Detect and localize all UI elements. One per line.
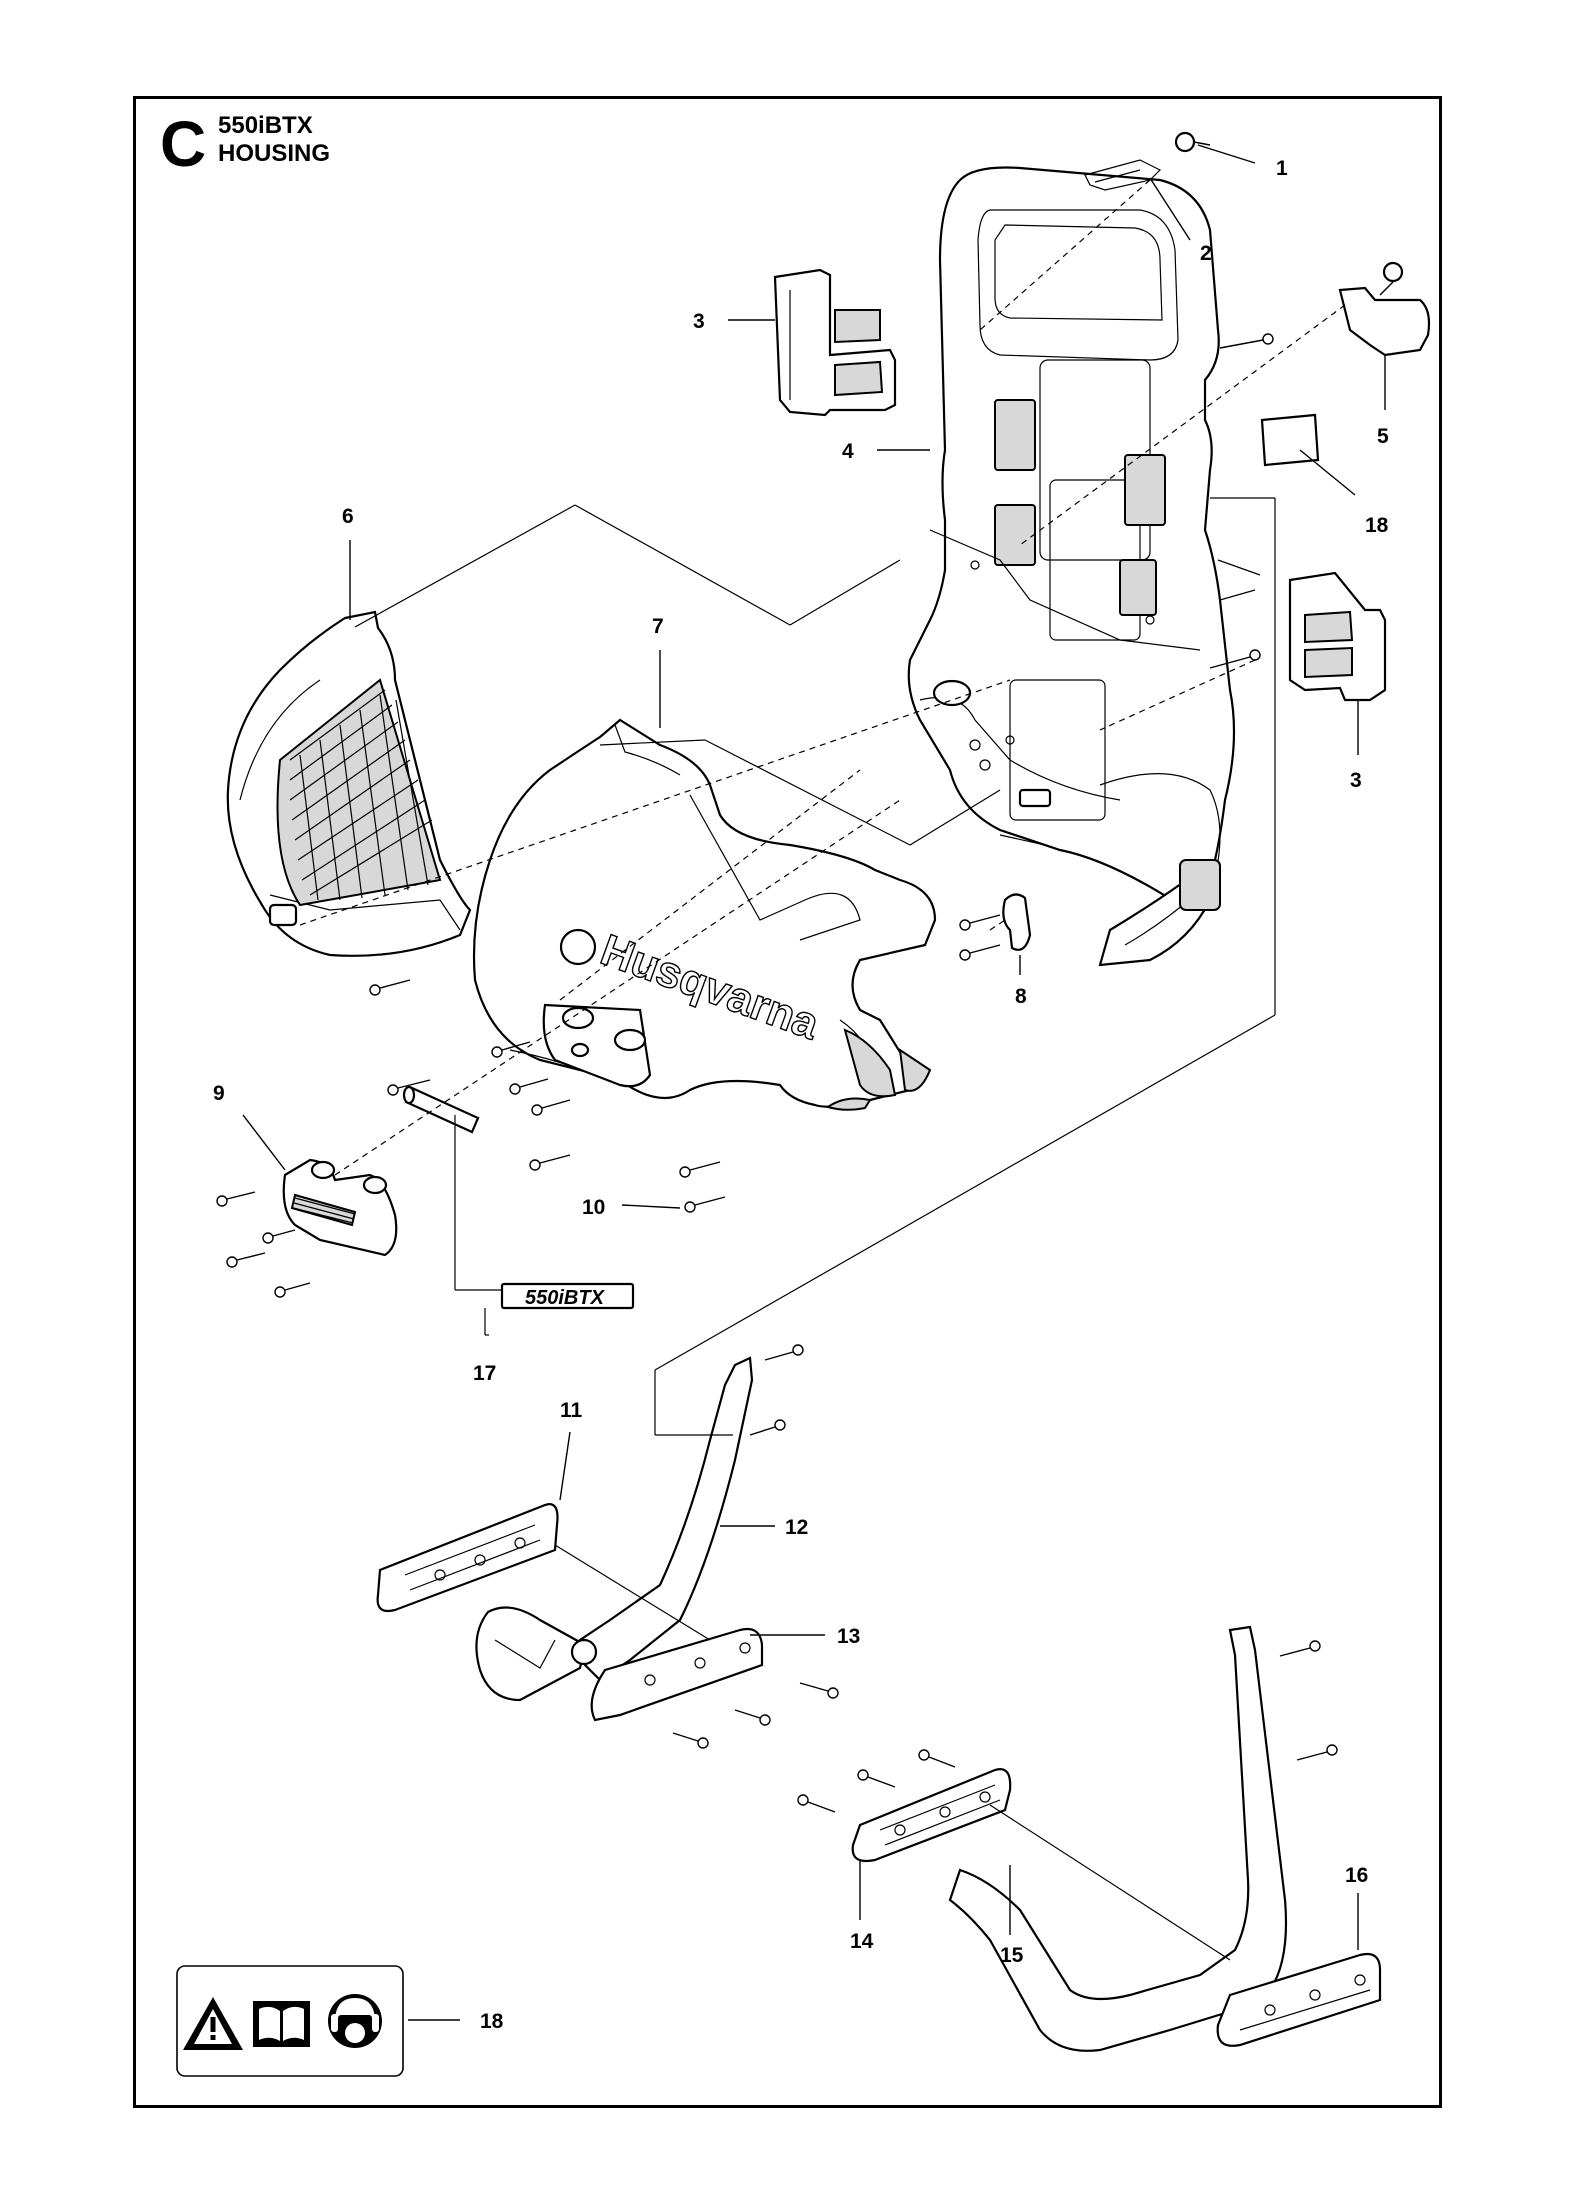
screw	[226, 1252, 266, 1268]
drawing-frame	[133, 96, 1442, 2108]
plug-pin	[1174, 131, 1211, 153]
callout-5: 5	[1377, 425, 1389, 448]
callout-6: 6	[342, 505, 354, 528]
screw	[734, 1709, 771, 1726]
front-housing-shell: Husqvarna	[472, 718, 937, 1111]
screw	[531, 1099, 571, 1116]
bracket-left	[773, 268, 897, 417]
screw	[799, 1682, 839, 1699]
callout-1: 1	[1276, 157, 1288, 180]
model-decal: 550iBTX	[500, 1282, 635, 1310]
screw	[262, 1229, 296, 1244]
screw	[684, 1196, 726, 1213]
callout-2: 2	[1200, 242, 1212, 265]
screw	[1279, 1640, 1321, 1657]
callout-12: 12	[785, 1516, 808, 1539]
section-letter: C	[160, 108, 207, 180]
harness-pad-13	[590, 1627, 764, 1722]
callout-9: 9	[213, 1082, 225, 1105]
pin-rod	[402, 1085, 480, 1134]
safety-label-panel	[176, 1965, 404, 2077]
screw	[672, 1732, 709, 1749]
harness-pad-16	[1216, 1952, 1382, 2047]
harness-pad-14	[851, 1768, 1012, 1863]
callout-7: 7	[652, 615, 664, 638]
screw	[797, 1794, 836, 1813]
svg-text:550iBTX: 550iBTX	[525, 1287, 606, 1309]
screw	[529, 1154, 571, 1171]
screw	[274, 1282, 311, 1298]
callout-18a: 18	[1365, 514, 1389, 537]
callout-16: 16	[1345, 1864, 1368, 1887]
shoulder-strap-15	[948, 1625, 1288, 2052]
callout-3b: 3	[1350, 769, 1362, 792]
assembly-lines	[299, 179, 1346, 1961]
callout-17: 17	[473, 1362, 496, 1385]
handle-mount-guard	[282, 1158, 398, 1257]
screw	[857, 1769, 896, 1788]
screw	[369, 979, 411, 996]
screw	[1219, 333, 1274, 349]
callout-15: 15	[1000, 1944, 1024, 1967]
screw	[679, 1161, 721, 1178]
handle-mount-block	[542, 1003, 652, 1088]
section-title: HOUSING	[218, 140, 331, 167]
harness-pad-11	[376, 1503, 559, 1613]
leader-lines	[242, 144, 1386, 2021]
intake-grille	[276, 678, 442, 907]
callout-3a: 3	[693, 310, 705, 333]
callout-numbers: 1 2 3 3 4 5 6 7 8 9 10 11 12 13 14 15 16…	[213, 157, 1389, 2033]
callout-13: 13	[837, 1625, 860, 1648]
ear-eye-protection-icon	[328, 1994, 382, 2048]
screw	[1296, 1744, 1338, 1761]
read-manual-icon	[253, 2001, 310, 2047]
screw	[749, 1419, 786, 1436]
screw	[491, 1041, 531, 1058]
screw	[216, 1191, 256, 1207]
buckle	[1338, 261, 1431, 357]
screw	[387, 1079, 431, 1096]
callout-4: 4	[842, 440, 854, 463]
bracket-right	[1288, 571, 1387, 702]
callout-10: 10	[582, 1196, 605, 1219]
warning-triangle-icon	[183, 1997, 243, 2050]
callout-11: 11	[560, 1399, 583, 1422]
callout-8: 8	[1015, 985, 1027, 1008]
screw	[764, 1344, 804, 1361]
back-plate	[907, 166, 1236, 967]
clip-part	[1002, 893, 1032, 951]
screw	[509, 1078, 549, 1095]
callout-14: 14	[850, 1930, 874, 1953]
screw	[959, 944, 1001, 961]
screw	[959, 914, 1001, 931]
model-name: 550iBTX	[218, 112, 313, 139]
screw	[918, 1749, 956, 1768]
screws	[216, 333, 1338, 1813]
air-intake-cover	[226, 610, 472, 957]
callout-18b: 18	[480, 2010, 504, 2033]
